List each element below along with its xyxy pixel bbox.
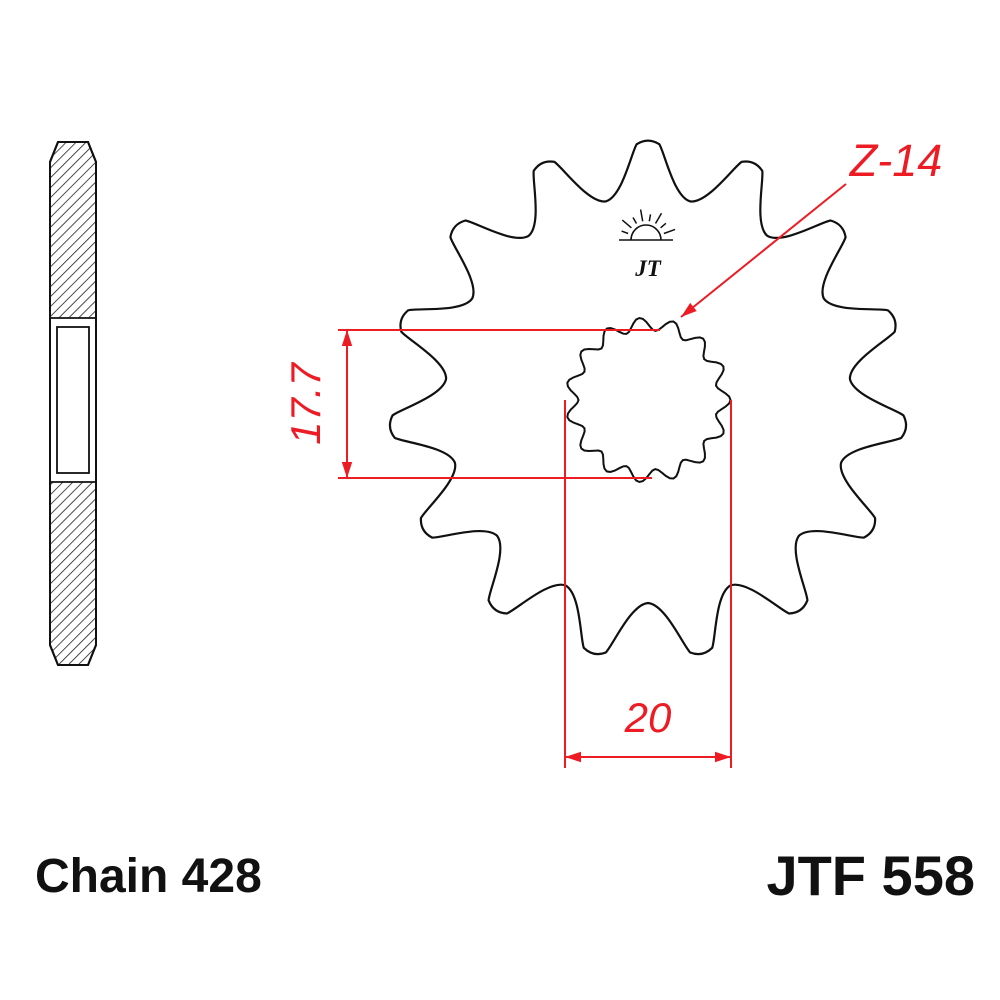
leader-line-z14 (680, 183, 847, 318)
sun-ray-icon (632, 217, 638, 224)
spline-bore-outline (566, 316, 732, 484)
side-view-outline-overlay (49, 141, 97, 666)
sun-ray-icon (621, 230, 629, 235)
labels: JT 17.7 20 Z-14 Chain 428 JTF 558 (35, 135, 975, 907)
sun-arc (630, 224, 662, 241)
sprocket-side-view (49, 141, 97, 666)
sun-ray-icon (654, 212, 663, 224)
dim-arrow-down (341, 462, 353, 478)
dim-inner-diameter-label: 17.7 (282, 361, 329, 444)
side-view-hatch-bottom (50, 482, 96, 665)
sun-ray-icon (621, 219, 632, 229)
sun-ray-icon (648, 214, 652, 222)
dim-arrow-right (715, 751, 731, 763)
side-view-hatch-top (50, 142, 96, 318)
chain-size-label: Chain 428 (35, 850, 262, 903)
dim-bore-width-label: 20 (624, 694, 672, 741)
dim-arrow-up (341, 330, 353, 346)
leader-arrow-z14 (681, 302, 697, 317)
sun-ray-icon (663, 228, 676, 235)
part-number-label: JTF 558 (766, 844, 975, 907)
teeth-count-label: Z-14 (849, 135, 943, 186)
dim-arrow-left (565, 751, 581, 763)
dimension-annotations (338, 183, 847, 768)
jt-logo (619, 209, 676, 241)
sprocket-front-view (388, 139, 908, 656)
sun-ray-icon (639, 209, 644, 222)
sun-ray-icon (660, 222, 667, 229)
side-view-bore-rect (56, 326, 90, 474)
jt-logo-text: JT (634, 256, 662, 281)
